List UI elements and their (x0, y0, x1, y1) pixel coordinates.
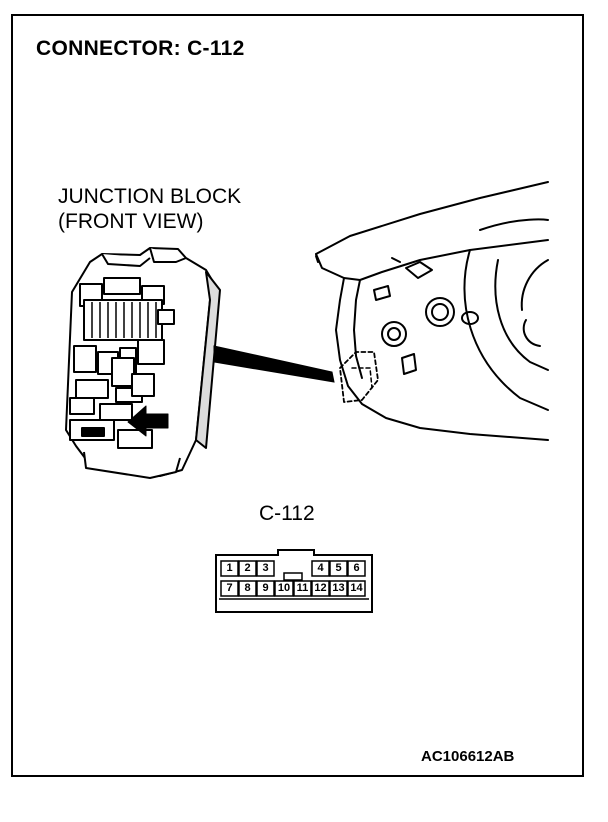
pin-label: 2 (244, 562, 251, 574)
pin-label: 7 (226, 582, 233, 594)
pin-label: 4 (317, 562, 324, 574)
pin-label: 3 (262, 562, 269, 574)
pin-label: 14 (350, 582, 363, 594)
dashboard-drawing (315, 181, 549, 441)
pin-label: 12 (314, 582, 327, 594)
junction-block-view-label: (FRONT VIEW) (58, 210, 204, 233)
figure-id: AC106612AB (421, 748, 515, 765)
pin-label: 10 (277, 582, 291, 594)
junction-block-drawing (65, 247, 221, 479)
pin-label: 5 (335, 562, 342, 574)
pin-label: 9 (262, 582, 269, 594)
connector-c112-outline (215, 549, 373, 613)
leader-cone (213, 345, 335, 383)
pin-label: 1 (226, 562, 233, 574)
pin-label: 13 (332, 582, 345, 594)
pin-label: 8 (244, 582, 251, 594)
connector-label: C-112 (259, 502, 315, 525)
pin-label: 11 (296, 582, 309, 594)
connector-title: CONNECTOR: C-112 (36, 37, 245, 60)
junction-block-label: JUNCTION BLOCK (58, 185, 242, 208)
pin-label: 6 (353, 562, 360, 574)
figure-frame (11, 14, 584, 777)
